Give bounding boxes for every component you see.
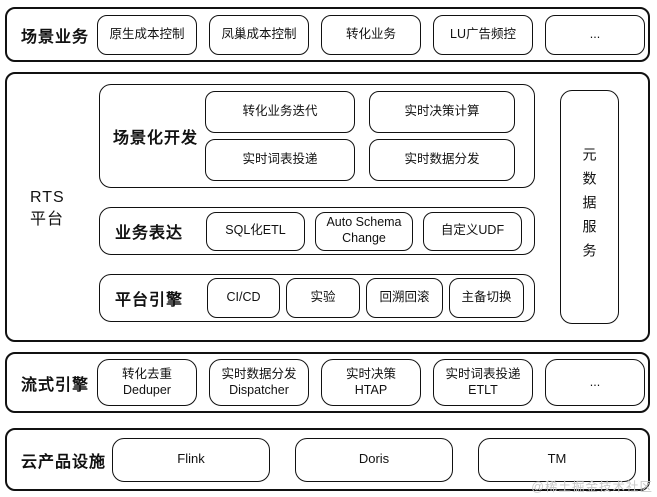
cloud-products-label: 云产品设施 [21, 453, 107, 471]
node-deduper-line2: Deduper [123, 382, 171, 397]
node-tm: TM [478, 437, 636, 482]
node-cicd: CI/CD [207, 278, 280, 318]
node-lu-ad-frequency-control: LU广告频控 [433, 14, 533, 55]
node-streaming-more-line1: ... [589, 374, 601, 389]
node-htap-line2: HTAP [354, 382, 388, 397]
streaming-engine-label: 流式引擎 [21, 376, 90, 394]
business-expression-label: 业务表达 [115, 225, 184, 242]
scene-business-label: 场景业务 [21, 28, 90, 46]
scene-business-nodes: 原生成本控制 凤巢成本控制 转化业务 LU广告频控 ... [97, 14, 645, 55]
rts-main-area: 场景化开发 转化业务迭代 实时决策计算 实时词表投递 实时数据分发 业务表达 S… [99, 74, 540, 340]
node-auto-schema-change: Auto Schema Change [315, 211, 413, 251]
node-deduper: 转化去重 Deduper [97, 359, 197, 406]
node-doris: Doris [295, 437, 453, 482]
streaming-engine-nodes: 转化去重 Deduper 实时数据分发 Dispatcher 实时决策 HTAP… [97, 359, 645, 406]
node-etlt: 实时词表投递 ETLT [433, 359, 533, 406]
node-streaming-more: ... [545, 359, 645, 406]
node-deduper-line1: 转化去重 [121, 366, 172, 381]
node-conversion-business-iteration: 转化业务迭代 [205, 91, 355, 133]
platform-engine-nodes: CI/CD 实验 回溯回滚 主备切换 [207, 278, 524, 318]
node-htap: 实时决策 HTAP [321, 359, 421, 406]
rts-label-line1: RTS [30, 189, 65, 206]
node-backtrack-rollback: 回溯回滚 [366, 278, 443, 318]
section-rts-platform: RTS 平台 场景化开发 转化业务迭代 实时决策计算 实时词表投递 实时数据分发… [5, 72, 650, 342]
section-cloud-products: 云产品设施 Flink Doris TM [5, 428, 650, 491]
node-primary-backup-switch: 主备切换 [449, 278, 524, 318]
section-scene-business: 场景业务 原生成本控制 凤巢成本控制 转化业务 LU广告频控 ... [5, 7, 650, 62]
metadata-service-label: 元数据服务 [581, 147, 598, 267]
node-dispatcher-line1: 实时数据分发 [221, 366, 297, 381]
node-etlt-line1: 实时词表投递 [445, 366, 521, 381]
node-fengchao-cost-control: 凤巢成本控制 [209, 14, 309, 55]
node-etlt-line2: ETLT [468, 382, 498, 397]
node-experiment: 实验 [286, 278, 360, 318]
node-flink: Flink [112, 437, 270, 482]
node-sql-etl: SQL化ETL [206, 211, 305, 251]
node-metadata-service: 元数据服务 [560, 90, 619, 324]
node-dispatcher: 实时数据分发 Dispatcher [209, 359, 309, 406]
rts-platform-label: RTS 平台 [30, 187, 65, 231]
group-scenario-dev: 场景化开发 转化业务迭代 实时决策计算 实时词表投递 实时数据分发 [99, 84, 535, 188]
node-htap-line1: 实时决策 [345, 366, 396, 381]
node-realtime-vocabulary-delivery: 实时词表投递 [205, 139, 355, 181]
scenario-dev-label: 场景化开发 [113, 130, 199, 147]
cloud-products-nodes: Flink Doris TM [112, 437, 636, 482]
platform-engine-label: 平台引擎 [115, 292, 184, 309]
node-custom-udf: 自定义UDF [423, 211, 522, 251]
node-native-cost-control: 原生成本控制 [97, 14, 197, 55]
section-streaming-engine: 流式引擎 转化去重 Deduper 实时数据分发 Dispatcher 实时决策… [5, 352, 650, 413]
node-dispatcher-line2: Dispatcher [229, 382, 289, 397]
group-business-expression: 业务表达 SQL化ETL Auto Schema Change 自定义UDF [99, 207, 535, 255]
node-realtime-decision-computing: 实时决策计算 [369, 91, 515, 133]
scenario-dev-nodes: 转化业务迭代 实时决策计算 实时词表投递 实时数据分发 [205, 91, 515, 181]
node-conversion-business: 转化业务 [321, 14, 421, 55]
node-business-more: ... [545, 14, 645, 55]
rts-label-line2: 平台 [30, 211, 65, 228]
business-expression-nodes: SQL化ETL Auto Schema Change 自定义UDF [206, 211, 522, 251]
group-platform-engine: 平台引擎 CI/CD 实验 回溯回滚 主备切换 [99, 274, 535, 322]
node-realtime-data-distribution: 实时数据分发 [369, 139, 515, 181]
